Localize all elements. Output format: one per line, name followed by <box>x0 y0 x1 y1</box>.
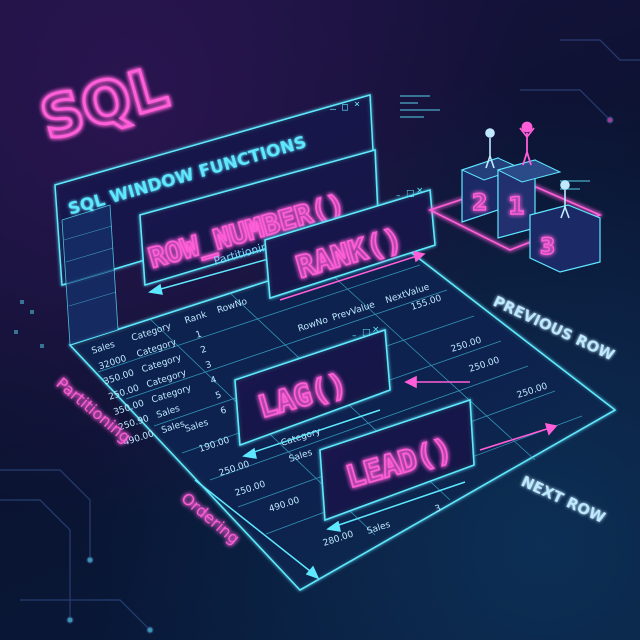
circuit-decoration <box>0 39 640 634</box>
data-bars-decoration <box>14 95 590 348</box>
window-minimize-icon[interactable]: – <box>396 191 401 201</box>
person-icon <box>560 180 570 219</box>
podium: 2 1 3 <box>427 121 603 273</box>
cell: 3 <box>204 360 213 371</box>
arrow-icon <box>404 375 470 389</box>
lag-panel[interactable]: – □ × LAG() <box>234 325 470 459</box>
sql-logo: SQL <box>33 53 175 154</box>
arrow-icon <box>194 479 320 580</box>
window-close-icon[interactable]: × <box>372 325 380 335</box>
cell: 3 <box>434 504 443 515</box>
cell: 4 <box>209 375 218 386</box>
arrow-icon <box>242 409 381 459</box>
person-icon <box>485 128 495 169</box>
window-maximize-icon[interactable]: □ <box>342 102 348 113</box>
window-minimize-icon[interactable]: – <box>352 331 357 341</box>
podium-number-1: 1 <box>508 192 525 220</box>
next-row-label: NEXT ROW <box>518 472 608 527</box>
window-controls[interactable]: – □ × <box>330 99 360 115</box>
window-close-icon[interactable]: × <box>416 186 424 196</box>
podium-number-2: 2 <box>472 191 487 216</box>
window-maximize-icon[interactable]: □ <box>362 328 371 338</box>
cell: 6 <box>219 406 228 417</box>
rank-panel[interactable]: – □ × RANK() <box>264 186 436 301</box>
cell: 5 <box>214 390 223 401</box>
cell: 2 <box>200 345 209 356</box>
podium-number-3: 3 <box>540 235 555 260</box>
arrow-icon <box>479 422 558 451</box>
window-maximize-icon[interactable]: □ <box>406 189 415 199</box>
person-icon <box>519 121 535 166</box>
arrow-icon <box>279 251 426 301</box>
window-close-icon[interactable]: × <box>354 99 360 110</box>
cell: 1 <box>195 330 204 341</box>
arrow-icon <box>326 481 466 532</box>
window-minimize-icon[interactable]: – <box>330 104 337 115</box>
